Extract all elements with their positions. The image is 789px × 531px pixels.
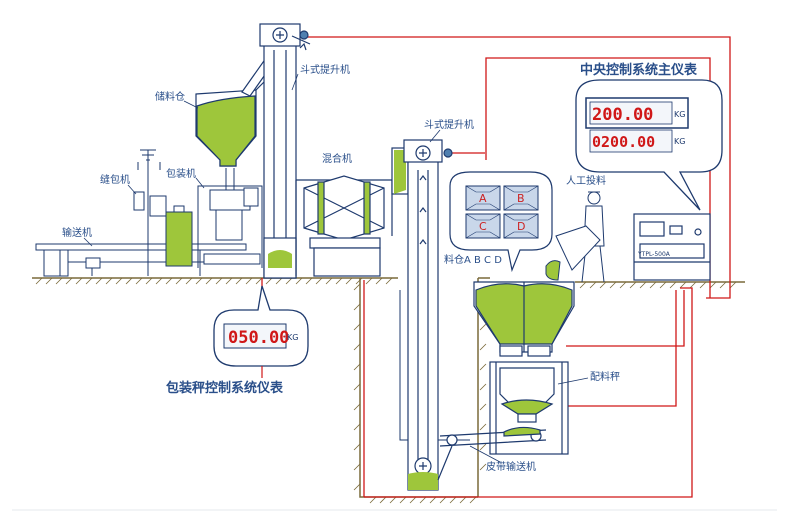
leader-belt-conveyor — [469, 445, 501, 463]
label-bucket-elevator-right: 斗式提升机 — [424, 118, 474, 131]
label-central-control: 中央控制系统主仪表 — [580, 62, 698, 78]
label-sewing-machine: 缝包机 — [100, 173, 130, 186]
bin-letter-b: B — [517, 192, 525, 205]
label-belt-conveyor: 皮带输送机 — [486, 460, 536, 473]
leader-storage-bin — [183, 100, 199, 109]
leader-conveyor — [83, 237, 93, 247]
label-packing-machine: 包装机 — [166, 167, 196, 180]
label-manual-feed: 人工投料 — [566, 174, 606, 187]
central-unit-1: KG — [674, 110, 685, 119]
signal-wiring — [261, 36, 731, 498]
batching-scale — [489, 361, 569, 455]
bucket-elevator-right — [391, 139, 453, 491]
bin-letter-a: A — [479, 192, 487, 205]
bins-callout: A B C D — [449, 171, 553, 273]
storage-bin — [195, 57, 275, 167]
leader-bucket-elevator-right — [429, 129, 441, 143]
bins-abcd — [473, 281, 575, 357]
label-conveyor: 输送机 — [62, 226, 92, 239]
packing-unit: KG — [287, 333, 298, 342]
leader-sewing-machine — [127, 184, 137, 195]
packing-reading: 050.00 — [228, 328, 289, 348]
bin-letter-d: D — [517, 220, 525, 233]
worker — [545, 191, 605, 283]
label-batching-scale: 配料秤 — [590, 370, 620, 383]
bucket-elevator-left — [259, 23, 311, 279]
sewing-machine — [133, 149, 167, 276]
central-reading-2: 0200.00 — [592, 133, 655, 151]
controller-cabinet — [633, 213, 711, 281]
central-unit-2: KG — [674, 137, 685, 146]
label-bins-abcd: 料仓A B C D — [444, 253, 502, 266]
packing-machine — [165, 168, 263, 268]
leader-packing-machine — [195, 177, 205, 189]
leader-batching-scale — [557, 377, 589, 385]
conveyor — [35, 243, 247, 277]
label-storage-bin: 储料仓 — [155, 90, 185, 103]
belt-conveyor — [437, 426, 547, 481]
mixer — [295, 175, 393, 277]
leader-bucket-elevator-left — [291, 73, 299, 91]
label-packing-control: 包装秤控制系统仪表 — [166, 380, 284, 396]
central-reading-1: 200.00 — [592, 105, 653, 125]
label-bucket-elevator-left: 斗式提升机 — [300, 63, 350, 76]
ground — [32, 277, 745, 504]
controller-model: YTPL-500A — [637, 251, 671, 258]
label-mixer: 混合机 — [322, 152, 352, 165]
central-control-callout: 200.00 0200.00 KG KG — [575, 79, 723, 211]
bin-letter-c: C — [479, 220, 487, 233]
packing-control-callout: 050.00 KG — [213, 285, 309, 367]
